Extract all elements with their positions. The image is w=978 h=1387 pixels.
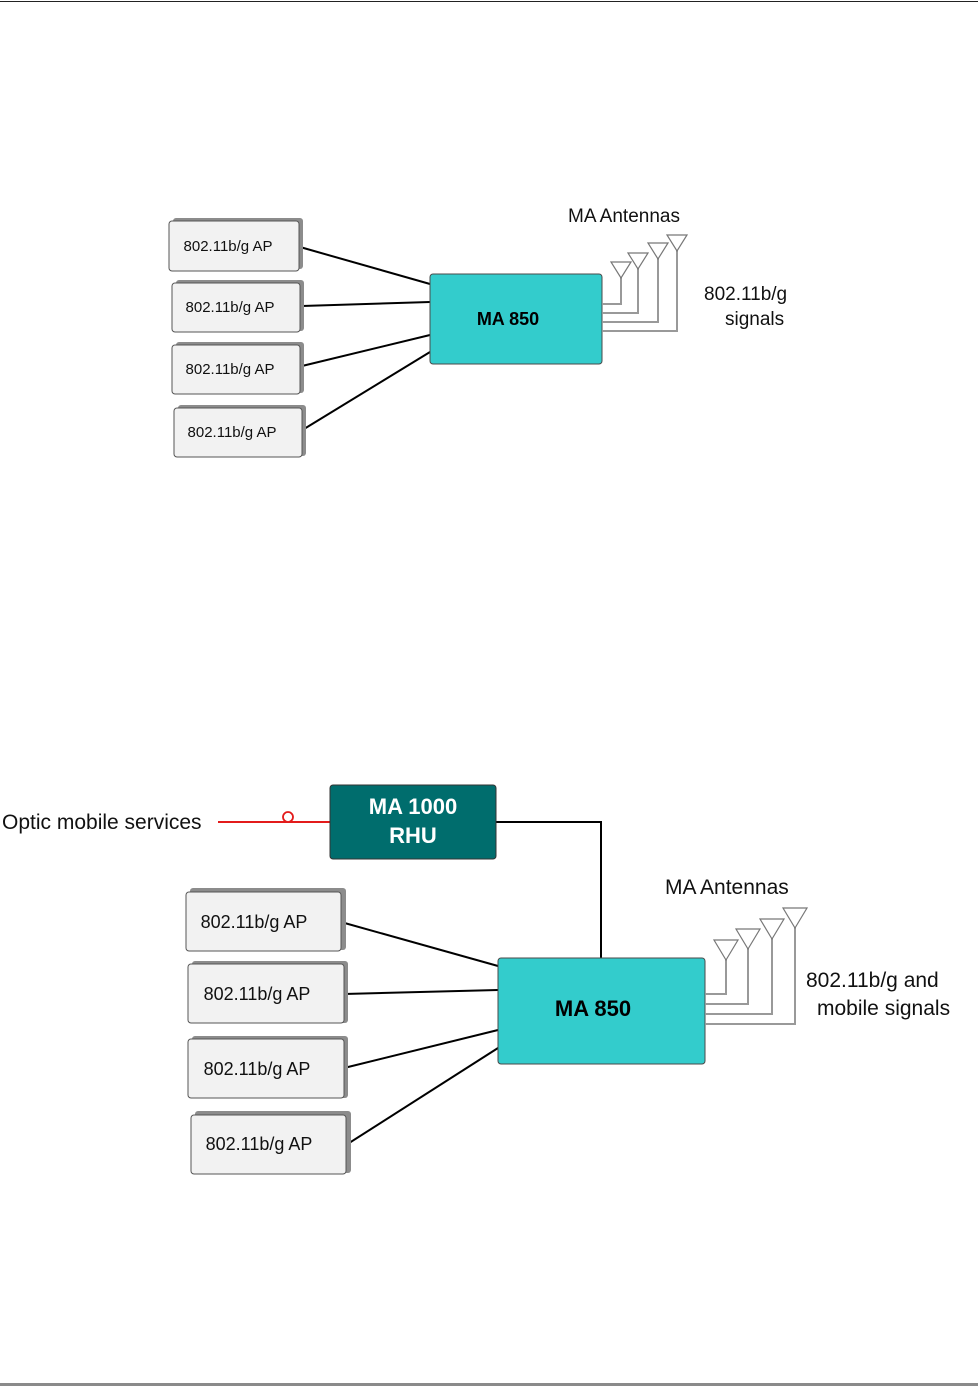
d1-ap-label-4: 802.11b/g AP: [188, 424, 277, 441]
d2-ap-box-4: 802.11b/g AP: [191, 1111, 351, 1174]
d2-antenna-feed-1: [705, 958, 726, 994]
d2-antennas: [714, 908, 807, 960]
d1-antenna-icon-3: [648, 243, 668, 259]
diagram-1: 802.11b/g AP 802.11b/g AP 802.11b/g AP 8…: [169, 206, 787, 457]
d1-hub-box: MA 850: [430, 274, 602, 364]
d2-rhu-connector: [496, 822, 601, 958]
d2-rhu-label-line2: RHU: [389, 823, 437, 848]
d2-hub-label: MA 850: [555, 996, 631, 1021]
d1-signals-label-line1: 802.11b/g: [704, 284, 787, 305]
d1-signals-label-line2: signals: [725, 309, 784, 330]
d1-connectors: [300, 247, 430, 429]
d2-signals-label-line2: mobile signals: [817, 997, 950, 1020]
d1-antenna-icon-2: [628, 253, 648, 269]
d2-ap-label-2: 802.11b/g AP: [204, 984, 311, 1004]
d2-ap-label-1: 802.11b/g AP: [201, 912, 308, 932]
d2-ap-box-3: 802.11b/g AP: [188, 1036, 348, 1098]
d2-connector-1: [341, 922, 498, 966]
d2-ap-box-1: 802.11b/g AP: [186, 888, 346, 951]
d2-antennas-label: MA Antennas: [665, 876, 789, 899]
d2-ap-box-2: 802.11b/g AP: [188, 961, 348, 1023]
d1-ap-box-3: 802.11b/g AP: [172, 342, 304, 394]
d2-rhu-box: MA 1000 RHU: [330, 785, 496, 859]
d2-signals-label-line1: 802.11b/g and: [806, 969, 939, 992]
d2-antenna-icon-1: [714, 940, 738, 960]
d1-antenna-feed-1: [602, 272, 621, 304]
d2-antenna-feed-3: [705, 937, 772, 1014]
d1-ap-label-1: 802.11b/g AP: [184, 238, 273, 255]
d2-connector-2: [344, 990, 498, 994]
d2-antenna-icon-4: [783, 908, 807, 928]
d1-ap-box-1: 802.11b/g AP: [169, 218, 303, 271]
d2-rhu-label-line1: MA 1000: [369, 794, 457, 819]
d1-ap-label-3: 802.11b/g AP: [186, 361, 275, 378]
d1-antenna-icon-4: [667, 235, 687, 251]
d2-ap-label-4: 802.11b/g AP: [206, 1134, 313, 1154]
d1-connector-1: [300, 247, 430, 284]
d1-ap-box-2: 802.11b/g AP: [172, 280, 304, 332]
diagram-2: Optic mobile services MA 1000 RHU 802.11…: [2, 785, 950, 1174]
d1-connector-4: [304, 352, 430, 429]
d2-optic-label: Optic mobile services: [2, 811, 202, 834]
d2-hub-box: MA 850: [498, 958, 705, 1064]
d1-antennas: [611, 235, 687, 278]
d2-optic-connector-icon: [283, 812, 293, 822]
d1-antenna-icon-1: [611, 262, 631, 278]
d1-ap-box-4: 802.11b/g AP: [174, 405, 306, 457]
d2-connectors: [341, 922, 498, 1145]
d1-antennas-label: MA Antennas: [568, 206, 680, 227]
d1-hub-label: MA 850: [477, 309, 539, 329]
d2-ap-label-3: 802.11b/g AP: [204, 1059, 311, 1079]
d1-ap-label-2: 802.11b/g AP: [186, 299, 275, 316]
d1-connector-2: [302, 302, 430, 306]
d2-antenna-icon-3: [760, 919, 784, 939]
d1-connector-3: [302, 335, 430, 366]
d2-antenna-icon-2: [736, 929, 760, 949]
bottom-rule: [0, 1383, 978, 1386]
